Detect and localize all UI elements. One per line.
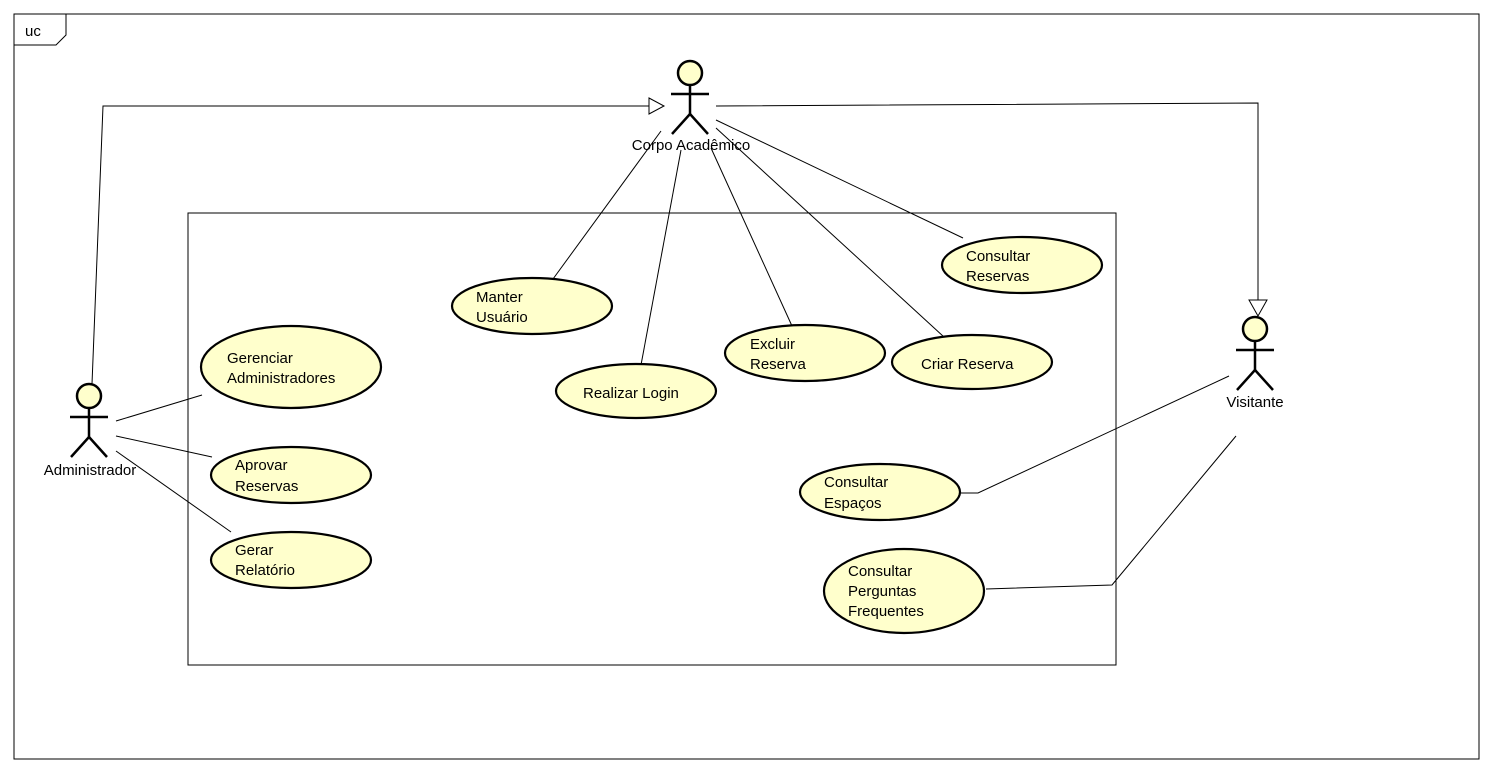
use-case-label: Manter bbox=[476, 289, 523, 306]
actor-label-corpo: Corpo Acadêmico bbox=[632, 137, 750, 154]
generalization-corpo-visitante bbox=[715, 102, 1259, 300]
use-case-label: Reservas bbox=[235, 478, 298, 495]
use-case-label: Gerenciar bbox=[227, 350, 293, 367]
use-case-label: Relatório bbox=[235, 562, 295, 579]
use-case-label: Frequentes bbox=[848, 603, 924, 620]
generalization-arrowhead-visitante bbox=[1248, 299, 1268, 318]
system-boundary bbox=[187, 212, 1117, 666]
use-case-label: Criar Reserva bbox=[921, 356, 1014, 373]
use-case-label: Usuário bbox=[476, 309, 528, 326]
use-case-label: Realizar Login bbox=[583, 385, 679, 402]
use-case-criar-reserva[interactable]: Criar Reserva bbox=[890, 333, 1054, 391]
actor-visitante[interactable] bbox=[1236, 315, 1274, 391]
actor-label-visitante: Visitante bbox=[1226, 394, 1283, 411]
assoc-corpo-consultar-reservas bbox=[715, 119, 964, 239]
use-case-label: Consultar bbox=[848, 563, 912, 580]
use-case-label: Gerar bbox=[235, 542, 273, 559]
use-case-label: Perguntas bbox=[848, 583, 916, 600]
use-case-label: Espaços bbox=[824, 495, 882, 512]
assoc-admin-aprovar bbox=[115, 435, 213, 458]
use-case-label: Administradores bbox=[227, 370, 335, 387]
use-case-realizar-login[interactable]: Realizar Login bbox=[554, 362, 718, 420]
use-case-label: Reservas bbox=[966, 268, 1029, 285]
use-case-label: Reserva bbox=[750, 356, 807, 373]
use-case-label: Aprovar bbox=[235, 457, 288, 474]
use-case-label: Excluir bbox=[750, 336, 795, 353]
assoc-admin-relatorio bbox=[115, 450, 232, 533]
assoc-corpo-excluir-reserva bbox=[710, 147, 793, 327]
actor-label-admin: Administrador bbox=[44, 462, 137, 479]
frame-label: uc bbox=[25, 23, 41, 40]
use-case-label: Consultar bbox=[824, 474, 888, 491]
assoc-visitante-faq bbox=[985, 435, 1237, 590]
diagram-frame bbox=[13, 13, 1480, 760]
actor-corpo-academico[interactable] bbox=[671, 59, 709, 135]
generalization-arrowhead-admin bbox=[648, 97, 666, 115]
assoc-corpo-manter-usuario bbox=[552, 130, 662, 280]
use-case-label: Consultar bbox=[966, 248, 1030, 265]
actor-administrador[interactable] bbox=[70, 382, 108, 458]
assoc-admin-gerenciar bbox=[115, 394, 203, 422]
generalization-admin-corpo bbox=[91, 105, 649, 385]
assoc-corpo-criar-reserva bbox=[715, 127, 945, 338]
frame-tab bbox=[14, 14, 67, 46]
assoc-visitante-espacos bbox=[960, 375, 1230, 494]
assoc-corpo-realizar-login bbox=[640, 149, 682, 366]
